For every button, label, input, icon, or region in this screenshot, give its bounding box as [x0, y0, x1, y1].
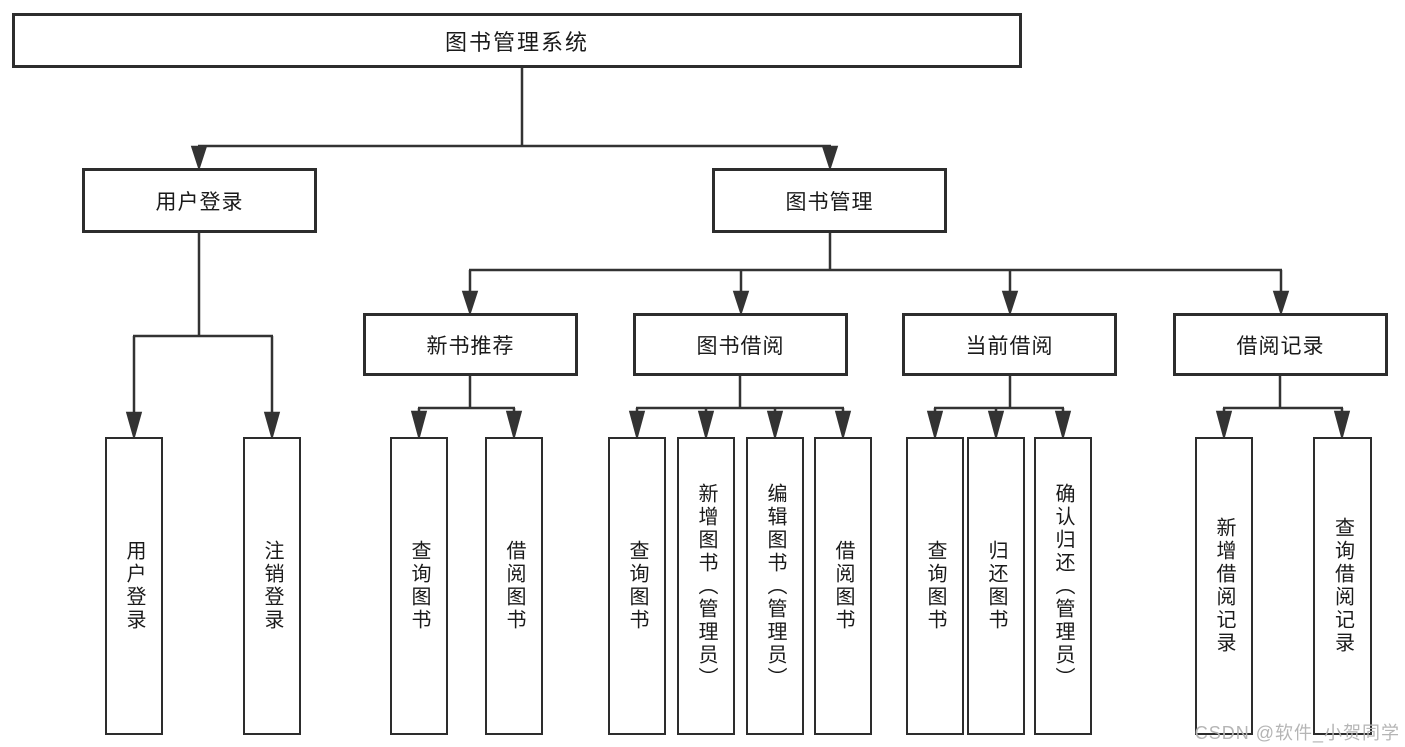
node-current-borrow-label: 当前借阅: [965, 334, 1054, 358]
node-root: 图书管理系统: [12, 13, 1022, 68]
node-new-book-recommend-label: 新书推荐: [426, 334, 515, 358]
node-new-book-recommend: 新书推荐: [363, 313, 578, 376]
leaf-logout: 注销登录: [243, 437, 301, 735]
leaf-borrow-query: 查询图书: [608, 437, 666, 735]
leaf-borrow-edit: 编辑图书（管理员）: [746, 437, 804, 735]
leaf-borrow-query-label: 查询图书: [626, 540, 648, 632]
leaf-newbook-borrow-label: 借阅图书: [503, 540, 525, 632]
node-borrow-record: 借阅记录: [1173, 313, 1388, 376]
node-user-login: 用户登录: [82, 168, 317, 233]
leaf-borrow-borrow: 借阅图书: [814, 437, 872, 735]
leaf-newbook-borrow: 借阅图书: [485, 437, 543, 735]
leaf-borrow-add-label: 新增图书（管理员）: [695, 482, 717, 690]
leaf-user-login-label: 用户登录: [123, 540, 145, 632]
csdn-watermark: CSDN @软件_小贺同学: [1194, 723, 1400, 743]
leaf-borrow-borrow-label: 借阅图书: [832, 540, 854, 632]
leaf-borrow-edit-label: 编辑图书（管理员）: [764, 482, 786, 690]
leaf-record-add-label: 新增借阅记录: [1213, 517, 1235, 655]
leaf-record-query: 查询借阅记录: [1313, 437, 1372, 735]
leaf-current-return-label: 归还图书: [985, 540, 1007, 632]
node-current-borrow: 当前借阅: [902, 313, 1117, 376]
leaf-current-return: 归还图书: [967, 437, 1025, 735]
node-borrow-record-label: 借阅记录: [1236, 334, 1325, 358]
node-book-management: 图书管理: [712, 168, 947, 233]
leaf-current-confirm-return-label: 确认归还（管理员）: [1052, 482, 1074, 690]
leaf-user-login: 用户登录: [105, 437, 163, 735]
node-user-login-label: 用户登录: [155, 190, 244, 214]
leaf-current-confirm-return: 确认归还（管理员）: [1034, 437, 1092, 735]
leaf-record-add: 新增借阅记录: [1195, 437, 1253, 735]
leaf-current-query: 查询图书: [906, 437, 964, 735]
node-root-label: 图书管理系统: [444, 29, 589, 55]
node-book-borrow: 图书借阅: [633, 313, 848, 376]
leaf-newbook-query: 查询图书: [390, 437, 448, 735]
leaf-current-query-label: 查询图书: [924, 540, 946, 632]
leaf-borrow-add: 新增图书（管理员）: [677, 437, 735, 735]
leaf-newbook-query-label: 查询图书: [408, 540, 430, 632]
node-book-borrow-label: 图书借阅: [696, 334, 785, 358]
leaf-logout-label: 注销登录: [261, 540, 283, 632]
leaf-record-query-label: 查询借阅记录: [1331, 517, 1354, 655]
node-book-management-label: 图书管理: [785, 190, 874, 214]
